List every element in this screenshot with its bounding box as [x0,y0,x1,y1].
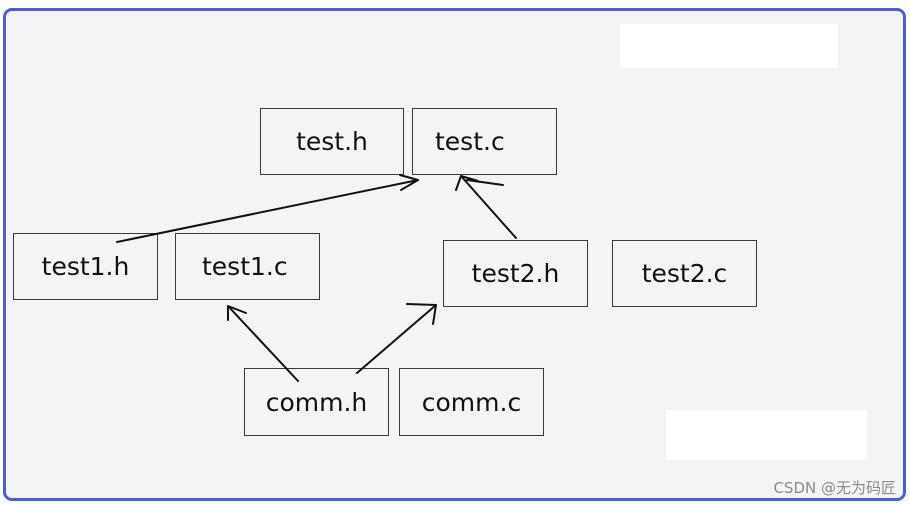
node-test1-h: test1.h [13,233,158,300]
watermark-text: CSDN @无为码匠 [773,479,896,497]
blank-patch-bottom [666,410,867,460]
node-test-c: test.c [412,108,557,175]
blank-patch-top [620,24,838,68]
node-test-h: test.h [260,108,404,175]
node-comm-h: comm.h [244,368,389,436]
node-test2-h: test2.h [443,240,588,307]
node-comm-c: comm.c [399,368,544,436]
node-test2-c: test2.c [612,240,757,307]
node-test1-c: test1.c [175,233,320,300]
